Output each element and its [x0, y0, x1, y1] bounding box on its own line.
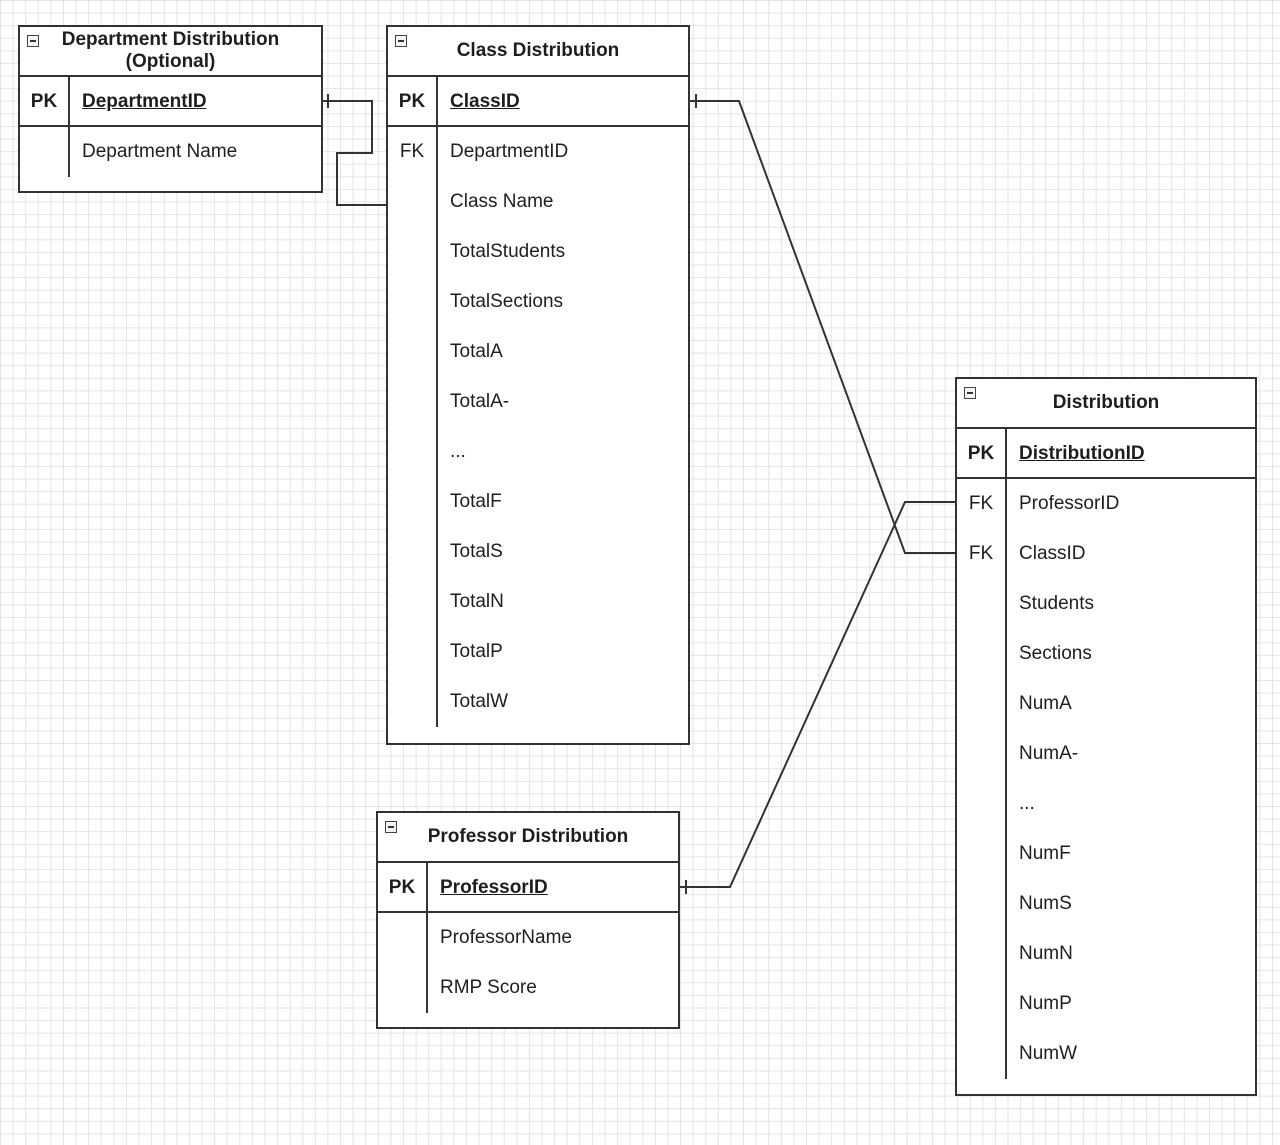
- field-row[interactable]: ...: [957, 779, 1255, 829]
- fk-row[interactable]: FK ProfessorID: [957, 479, 1255, 529]
- fk-field: ClassID: [1019, 543, 1086, 564]
- entity-distribution[interactable]: Distribution PK DistributionID FK Profes…: [955, 377, 1257, 1096]
- field-row[interactable]: TotalN: [388, 577, 688, 627]
- pk-row[interactable]: PK DepartmentID: [20, 77, 321, 127]
- field-name: Class Name: [450, 191, 554, 212]
- field-name: ...: [450, 441, 466, 462]
- pk-row[interactable]: PK ProfessorID: [378, 863, 678, 913]
- field-name: NumN: [1019, 943, 1073, 964]
- entity-header: Department Distribution (Optional): [20, 27, 321, 77]
- fk-row[interactable]: FK DepartmentID: [388, 127, 688, 177]
- field-row[interactable]: TotalW: [388, 677, 688, 727]
- entity-title: Class Distribution: [456, 40, 620, 61]
- field-name: TotalSections: [450, 291, 564, 312]
- fk-field: DepartmentID: [450, 141, 569, 162]
- field-name: RMP Score: [440, 977, 537, 998]
- field-name: TotalA: [450, 341, 503, 362]
- field-row[interactable]: NumA: [957, 679, 1255, 729]
- field-name: NumW: [1019, 1043, 1078, 1064]
- field-name: NumF: [1019, 843, 1071, 864]
- link-class-distribution: [690, 100, 955, 554]
- fk-row[interactable]: FK ClassID: [957, 529, 1255, 579]
- pk-label: PK: [30, 91, 58, 112]
- column-divider: [436, 77, 438, 727]
- fk-label: FK: [399, 141, 425, 162]
- entity-header: Professor Distribution: [378, 813, 678, 863]
- field-name: NumP: [1019, 993, 1072, 1014]
- pk-field: DistributionID: [1019, 443, 1145, 464]
- entity-subtitle: (Optional): [125, 51, 216, 72]
- fk-label: FK: [968, 543, 994, 564]
- entity-title: Professor Distribution: [427, 826, 629, 847]
- field-row[interactable]: TotalStudents: [388, 227, 688, 277]
- pk-row[interactable]: PK ClassID: [388, 77, 688, 127]
- field-name: Students: [1019, 593, 1094, 614]
- field-row[interactable]: TotalF: [388, 477, 688, 527]
- entity-header: Distribution: [957, 379, 1255, 429]
- field-name: Sections: [1019, 643, 1092, 664]
- fk-label: FK: [968, 493, 994, 514]
- entity-department-distribution[interactable]: Department Distribution (Optional) PK De…: [18, 25, 323, 193]
- pk-label: PK: [388, 877, 416, 898]
- pk-row[interactable]: PK DistributionID: [957, 429, 1255, 479]
- field-name: Department Name: [82, 141, 238, 162]
- field-name: TotalA-: [450, 391, 510, 412]
- entity-header: Class Distribution: [388, 27, 688, 77]
- field-name: NumA-: [1019, 743, 1079, 764]
- field-row[interactable]: NumN: [957, 929, 1255, 979]
- field-row[interactable]: Sections: [957, 629, 1255, 679]
- pk-field: DepartmentID: [82, 91, 207, 112]
- pk-field: ClassID: [450, 91, 520, 112]
- link-professor-distribution: [680, 501, 955, 888]
- field-row[interactable]: NumA-: [957, 729, 1255, 779]
- field-row[interactable]: TotalS: [388, 527, 688, 577]
- entity-class-distribution[interactable]: Class Distribution PK ClassID FK Departm…: [386, 25, 690, 745]
- field-row[interactable]: TotalA: [388, 327, 688, 377]
- field-name: TotalStudents: [450, 241, 566, 262]
- entity-title: Distribution: [1052, 392, 1160, 413]
- field-row[interactable]: RMP Score: [378, 963, 678, 1013]
- field-row[interactable]: NumW: [957, 1029, 1255, 1079]
- entity-title: Department Distribution: [61, 29, 280, 50]
- field-name: NumA: [1019, 693, 1072, 714]
- field-name: TotalN: [450, 591, 504, 612]
- entity-professor-distribution[interactable]: Professor Distribution PK ProfessorID Pr…: [376, 811, 680, 1029]
- column-divider: [426, 863, 428, 1013]
- field-row[interactable]: Class Name: [388, 177, 688, 227]
- field-row[interactable]: TotalP: [388, 627, 688, 677]
- field-row[interactable]: Students: [957, 579, 1255, 629]
- field-row[interactable]: ProfessorName: [378, 913, 678, 963]
- column-divider: [68, 77, 70, 177]
- pk-label: PK: [967, 443, 995, 464]
- field-name: TotalF: [450, 491, 502, 512]
- link-department-class: [323, 100, 386, 206]
- field-name: TotalP: [450, 641, 503, 662]
- collapse-icon[interactable]: [964, 387, 976, 399]
- field-row[interactable]: Department Name: [20, 127, 321, 177]
- pk-label: PK: [398, 91, 426, 112]
- collapse-icon[interactable]: [385, 821, 397, 833]
- field-row[interactable]: NumF: [957, 829, 1255, 879]
- collapse-icon[interactable]: [395, 35, 407, 47]
- field-row[interactable]: TotalSections: [388, 277, 688, 327]
- column-divider: [1005, 429, 1007, 1079]
- field-name: TotalS: [450, 541, 503, 562]
- field-name: TotalW: [450, 691, 509, 712]
- fk-field: ProfessorID: [1019, 493, 1120, 514]
- pk-field: ProfessorID: [440, 877, 548, 898]
- field-row[interactable]: TotalA-: [388, 377, 688, 427]
- collapse-icon[interactable]: [27, 35, 39, 47]
- field-row[interactable]: ...: [388, 427, 688, 477]
- field-row[interactable]: NumP: [957, 979, 1255, 1029]
- field-name: NumS: [1019, 893, 1072, 914]
- field-name: ProfessorName: [440, 927, 572, 948]
- field-name: ...: [1019, 793, 1035, 814]
- field-row[interactable]: NumS: [957, 879, 1255, 929]
